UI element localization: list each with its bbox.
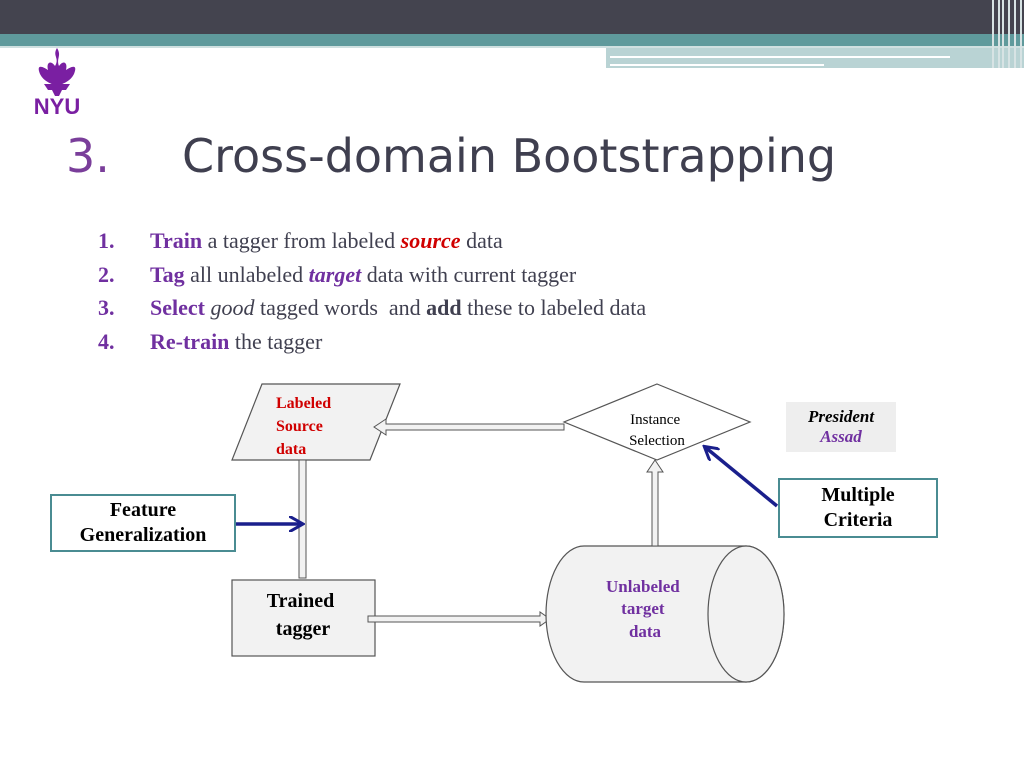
step-verb: Re-train [150,328,230,354]
header-accent-block [606,48,1024,68]
step-text: data [460,228,503,253]
multiple-criteria-box: Multiple Criteria [778,478,938,538]
step-text: a tagger from labeled [202,228,401,253]
step-text: these to labeled data [461,295,647,320]
feature-generalization-line: Feature [109,499,177,521]
step-emphasis: source [400,228,461,253]
source-to-tagger-arrow [298,459,307,579]
selection-to-source-arrow [373,418,565,436]
step-emphasis: target [308,261,362,287]
tagger-to-target-arrow [367,611,551,627]
instance-selection-shape [562,383,752,461]
header-light-strip [0,46,1024,48]
logo-text: NYU [33,94,81,119]
slide-title: Cross-domain Bootstrapping [182,129,837,183]
labeled-source-label: Labeled Source data [276,395,335,458]
slide-title-number: 3. [66,129,110,183]
step-number: 1. [98,228,115,253]
president-text: President [807,406,875,426]
target-to-selection-arrow [646,459,664,547]
header-accent-line [610,64,824,66]
header-vertical-stripes [990,0,1024,68]
step-item: 4. Re-train the tagger [98,327,646,361]
feature-generalization-line: Generalization [79,524,207,546]
unlabeled-target-label: Unlabeled target data [606,577,684,641]
step-text: the tagger [229,328,323,354]
step-number: 2. [98,261,115,287]
step-verb: Train [150,228,203,253]
nyu-torch-icon [38,48,76,96]
instance-selection-label: Instance Selection [629,412,685,449]
multiple-criteria-line: Criteria [823,509,893,531]
president-example-box: President Assad [786,402,896,452]
step-number: 3. [98,295,115,320]
multiple-criteria-line: Multiple [821,484,895,506]
header-dark-bar [0,0,1024,34]
feature-generalization-box: Feature Generalization [50,494,236,552]
step-verb: Tag [150,261,185,287]
step-item: 3. Select good tagged words and add these… [98,293,646,327]
step-verb: Select [150,295,205,320]
trained-tagger-box [231,579,376,657]
steps-list: 1. Train a tagger from labeled source dat… [98,226,646,360]
header-accent-line [610,56,950,58]
cylinder-end [707,545,785,683]
step-emphasis: good [210,295,255,320]
criteria-arrow [705,447,779,508]
step-bold: add [426,295,462,320]
assad-text: Assad [820,427,862,446]
step-number: 4. [98,328,115,354]
header-teal-strip [0,34,1024,46]
step-item: 2. Tag all unlabeled target data with cur… [98,260,646,294]
trained-tagger-label: Trained tagger [267,590,339,640]
step-text: all unlabeled [184,261,309,287]
labeled-source-shape [231,383,401,461]
step-item: 1. Train a tagger from labeled source dat… [98,226,646,260]
step-text: data with current tagger [361,261,577,287]
step-text: tagged words and [254,295,427,320]
